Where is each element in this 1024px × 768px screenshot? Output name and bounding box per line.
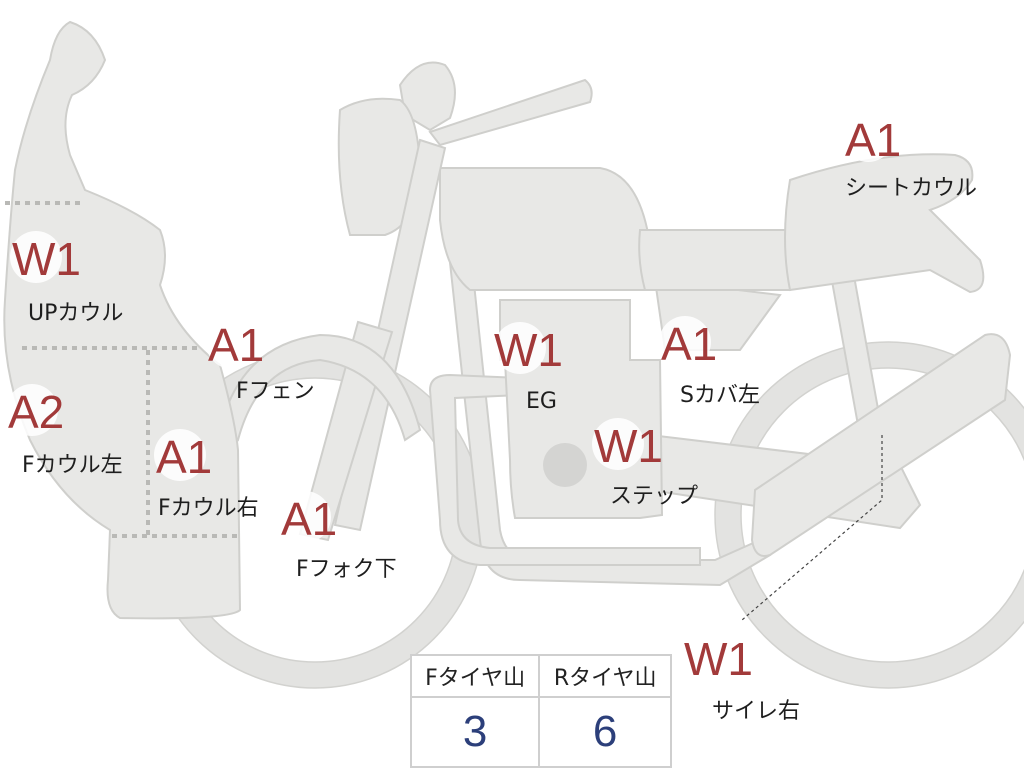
marker-label: EG	[526, 389, 557, 414]
front-tire-header: Fタイヤ山	[409, 654, 541, 698]
fuel-tank	[439, 167, 651, 291]
marker-label: Fカウル右	[158, 496, 259, 521]
front-fender	[218, 333, 422, 442]
marker-code: A1	[845, 114, 901, 166]
marker-code: W1	[12, 233, 81, 285]
marker-code: A1	[661, 318, 717, 370]
marker-label: Fカウル左	[22, 453, 123, 478]
marker-code: A1	[208, 319, 264, 371]
marker-muffler-right: W1 サイレ右	[682, 631, 800, 724]
marker-label: UPカウル	[28, 301, 123, 326]
marker-code: A1	[156, 431, 212, 483]
seat-cowl-shape	[784, 153, 985, 294]
frame-rail	[428, 373, 701, 566]
muffler	[750, 333, 1012, 557]
marker-label: Fフェン	[236, 379, 315, 404]
marker-side-cover-left: A1 Sカバ左	[659, 316, 760, 408]
marker-up-cowl: W1 UPカウル	[10, 231, 123, 326]
engine-cover	[543, 443, 587, 487]
marker-engine: W1 EG	[494, 322, 563, 414]
rear-wheel	[714, 341, 1024, 689]
marker-code: W1	[684, 633, 753, 685]
rear-tire-header: Rタイヤ山	[538, 654, 672, 698]
marker-code: A2	[8, 386, 64, 438]
marker-label: サイレ右	[712, 699, 800, 724]
tire-tread-table: Fタイヤ山 Rタイヤ山 3 6	[409, 654, 672, 768]
marker-f-cowl-left: A2 Fカウル左	[6, 384, 123, 478]
marker-f-fender: A1 Fフェン	[206, 317, 315, 404]
marker-code: W1	[594, 420, 663, 472]
marker-label: Sカバ左	[680, 383, 760, 408]
front-tire-value: 3	[409, 696, 541, 768]
leader-line	[741, 435, 883, 621]
marker-label: Fフォク下	[296, 557, 397, 582]
mirror	[398, 61, 456, 132]
marker-label: ステップ	[610, 484, 698, 509]
marker-code: A1	[281, 493, 337, 545]
marker-label: シートカウル	[845, 176, 977, 201]
handlebar	[428, 78, 593, 147]
marker-code: W1	[494, 324, 563, 376]
marker-step: W1 ステップ	[592, 418, 698, 509]
marker-seat-cowl: A1 シートカウル	[842, 110, 977, 201]
marker-f-fork-lower: A1 Fフォク下	[279, 491, 397, 582]
seat	[638, 229, 791, 291]
rear-tire-value: 6	[538, 696, 672, 768]
marker-f-cowl-right: A1 Fカウル右	[154, 429, 259, 521]
